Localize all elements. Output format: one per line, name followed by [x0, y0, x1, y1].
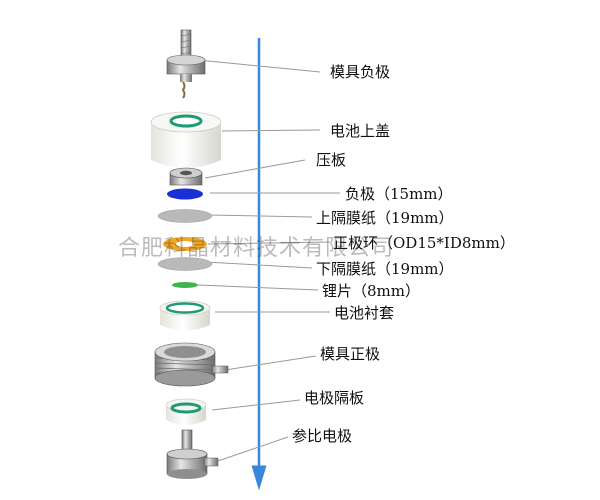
label-lithium-sheet: 锂片（8mm） [322, 282, 420, 300]
upper-separator-disc [157, 209, 213, 223]
lower-separator-disc [157, 257, 213, 271]
label-mold-negative: 模具负极 [330, 63, 391, 81]
lithium-sheet-disc [172, 282, 198, 288]
company-watermark: 合肥科晶材料技术有限公司 [118, 236, 395, 261]
label-reference-electrode: 参比电极 [292, 427, 353, 445]
label-lower-separator: 下隔膜纸（19mm） [316, 260, 454, 278]
label-positive-ring: 正极环（OD15*ID8mm） [333, 234, 515, 252]
mold-positive-part [154, 342, 229, 387]
label-electrode-spacer: 电极隔板 [304, 389, 365, 407]
electrode-spacer-part [165, 398, 207, 425]
label-press-plate: 压板 [316, 151, 347, 169]
label-mold-positive: 模具正极 [320, 345, 381, 363]
mold-negative-part [166, 29, 206, 99]
positive-ring-part [163, 237, 207, 251]
label-cell-liner: 电池衬套 [334, 304, 395, 322]
negative-electrode-disc [167, 188, 203, 200]
label-cell-top-cap: 电池上盖 [330, 122, 391, 140]
cell-liner-part [159, 300, 211, 331]
press-plate-part [169, 167, 203, 186]
reference-electrode-part [166, 429, 219, 479]
label-upper-separator: 上隔膜纸（19mm） [316, 209, 454, 227]
leader-lines [197, 59, 340, 464]
label-negative-electrode: 负极（15mm） [345, 185, 453, 203]
cell-top-cap-part [150, 111, 222, 168]
